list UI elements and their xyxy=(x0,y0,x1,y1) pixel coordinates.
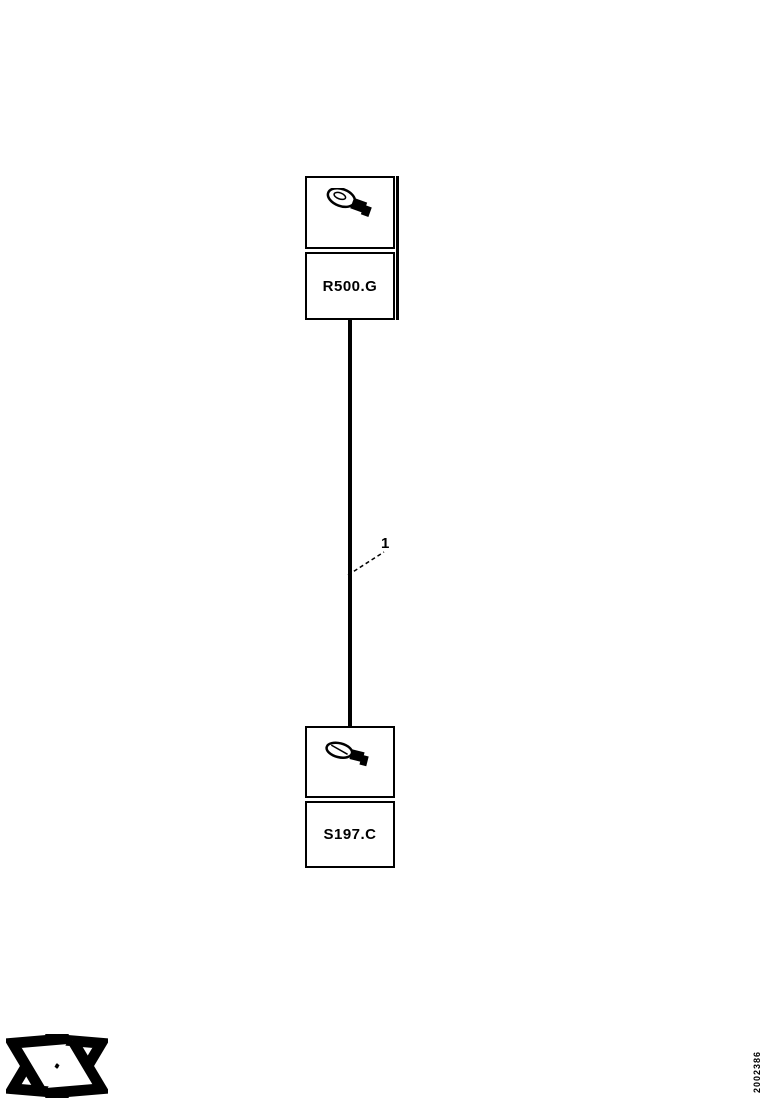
top-connector-label: R500.G xyxy=(322,277,378,295)
wire-line xyxy=(348,318,352,728)
bottom-connector-box xyxy=(305,726,395,798)
bottom-connector-label-box: S197.C xyxy=(305,801,395,868)
leader-line xyxy=(347,551,385,576)
top-connector-label-box: R500.G xyxy=(305,252,395,320)
box-edge-line xyxy=(396,176,399,320)
connector-icon xyxy=(322,740,378,784)
connector-icon xyxy=(322,186,378,237)
crossed-arrows-icon xyxy=(6,1034,108,1098)
bottom-connector-label: S197.C xyxy=(323,826,377,843)
wire-number-label: 1 xyxy=(381,535,390,552)
document-number: 2002386 xyxy=(752,1050,762,1093)
top-connector-box xyxy=(305,176,395,249)
